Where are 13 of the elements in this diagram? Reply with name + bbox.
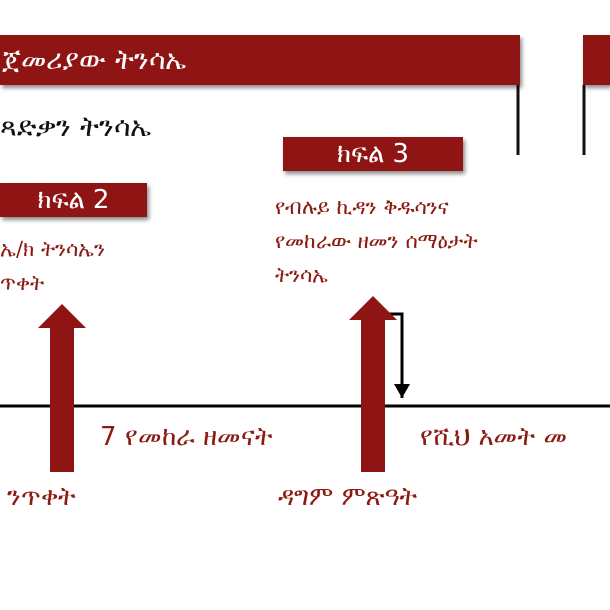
section-header: ክፍል 2: [0, 183, 147, 217]
event-label: ንጥቀት: [7, 480, 117, 520]
event-text: ኤ/ክ ትንሳኤን ጥቀት: [0, 232, 150, 302]
event-text: የብሉይ ኪዳን ቅዱሳንና የመከራው ዘመን ሰማዕታት ትንሳኤ: [275, 190, 510, 294]
arrow: [38, 304, 86, 472]
period-label: የሺህ አመት መ: [420, 422, 568, 452]
event-label: ዳግም ምጽዓት: [278, 480, 468, 520]
heading-text: ጻድቃን ትንሳኤ: [0, 110, 151, 144]
arrow: [349, 296, 397, 472]
section-header: ክፍል 3: [283, 137, 463, 171]
title-bar: ጀመሪያው ትንሳኤ: [0, 35, 520, 85]
title-bar: [583, 35, 610, 85]
period-label: 7 የመከራ ዘመናት: [100, 422, 274, 452]
